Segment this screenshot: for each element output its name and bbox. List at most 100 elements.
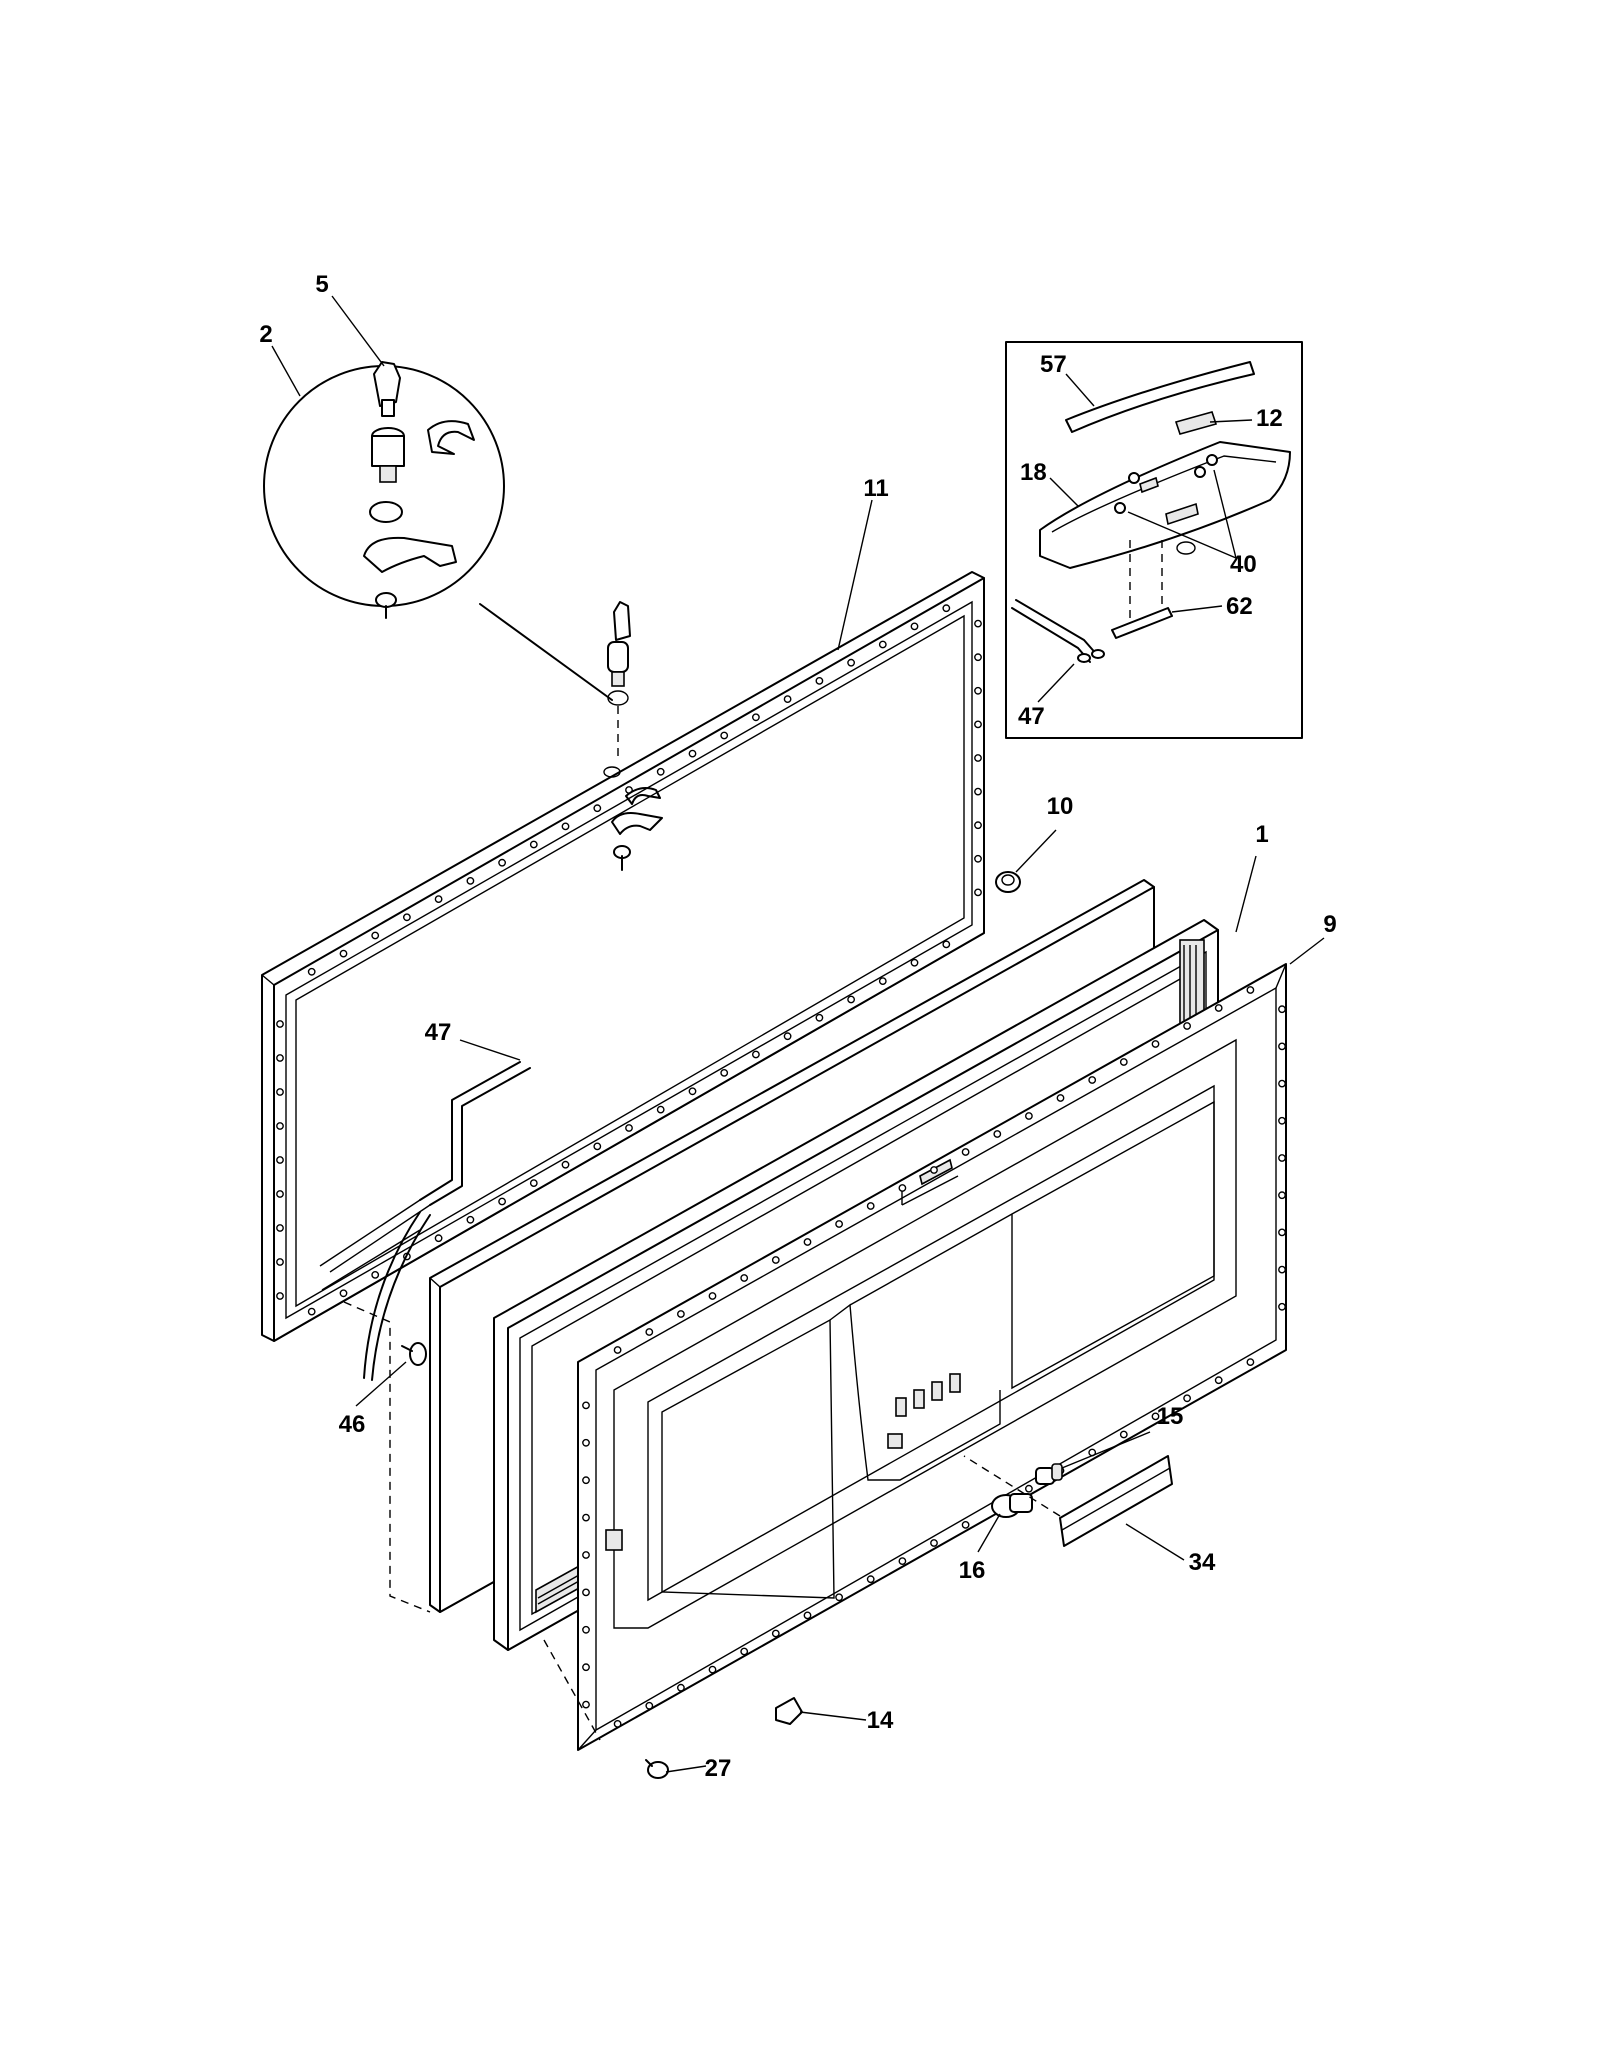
- mounting-hole: [625, 1124, 633, 1132]
- mounting-hole: [688, 749, 697, 758]
- mounting-hole: [974, 653, 982, 662]
- mounting-hole: [582, 1625, 590, 1634]
- mounting-hole: [1183, 1394, 1192, 1403]
- mounting-hole: [720, 731, 729, 740]
- mounting-hole: [866, 1575, 875, 1584]
- mounting-hole: [1278, 1265, 1286, 1274]
- handle-trim-34: [1059, 1455, 1173, 1547]
- mounting-hole: [898, 1557, 907, 1566]
- callout-46: 46: [339, 1411, 366, 1438]
- mounting-hole: [1056, 1094, 1065, 1102]
- mounting-hole: [1278, 1302, 1286, 1311]
- mounting-hole: [582, 1401, 590, 1410]
- mounting-hole: [1278, 1079, 1286, 1088]
- mounting-hole: [910, 622, 919, 631]
- mounting-hole: [613, 1346, 622, 1354]
- mounting-hole: [974, 619, 982, 628]
- mounting-hole: [1025, 1484, 1033, 1493]
- mounting-hole: [1119, 1430, 1128, 1439]
- callout-15: 15: [1157, 1403, 1184, 1430]
- mounting-hole: [720, 1069, 729, 1077]
- mounting-hole: [582, 1476, 590, 1485]
- handle-detail-inset: [1005, 341, 1303, 739]
- mounting-hole: [1151, 1412, 1160, 1421]
- mounting-hole: [434, 895, 443, 903]
- mounting-hole: [942, 604, 951, 613]
- callout-40: 40: [1230, 551, 1257, 578]
- callout-27: 27: [705, 1755, 732, 1782]
- mounting-hole: [1246, 986, 1255, 994]
- mounting-hole: [276, 1020, 284, 1028]
- mounting-hole: [993, 1130, 1002, 1138]
- mounting-hole: [974, 888, 982, 897]
- mounting-hole: [752, 713, 760, 722]
- mounting-hole: [1119, 1058, 1128, 1066]
- mounting-hole: [402, 913, 411, 922]
- mounting-hole: [783, 695, 792, 703]
- callout-14: 14: [867, 1707, 894, 1734]
- mounting-hole: [910, 958, 919, 967]
- mounting-hole: [1214, 1376, 1223, 1385]
- mounting-hole: [582, 1663, 590, 1672]
- bumper-10: [995, 871, 1021, 893]
- mounting-hole: [307, 967, 316, 976]
- mounting-hole: [961, 1521, 970, 1529]
- mounting-hole: [656, 1105, 665, 1114]
- callout-labels: 5 2 11 57 12 18 40 62 47 10 1 9 47 46 15…: [259, 271, 1336, 1782]
- callout-62: 62: [1226, 593, 1253, 620]
- mounting-hole: [974, 720, 982, 729]
- mounting-hole: [815, 1013, 824, 1022]
- callout-47: 47: [425, 1019, 452, 1046]
- mounting-hole: [1246, 1358, 1255, 1367]
- mounting-hole: [677, 1683, 685, 1692]
- callout-2: 2: [259, 321, 272, 348]
- mounting-hole: [740, 1274, 749, 1282]
- leader-lines: [271, 295, 1325, 1773]
- mounting-hole: [677, 1310, 685, 1318]
- mounting-hole: [930, 1539, 938, 1547]
- mounting-hole: [835, 1220, 843, 1228]
- callout-18: 18: [1020, 459, 1047, 486]
- mounting-hole: [847, 995, 855, 1004]
- callout-11: 11: [863, 475, 888, 502]
- mounting-hole: [974, 854, 982, 863]
- inner-door-liner: [577, 963, 1287, 1751]
- mounting-hole: [339, 949, 348, 958]
- mounting-hole: [961, 1148, 970, 1156]
- mounting-hole: [529, 1179, 538, 1188]
- mounting-hole: [582, 1700, 590, 1709]
- mounting-hole: [835, 1593, 843, 1602]
- mounting-hole: [783, 1032, 792, 1041]
- mounting-hole: [1214, 1004, 1223, 1012]
- callout-34: 34: [1189, 1549, 1216, 1576]
- callout-47-inset: 47: [1018, 703, 1045, 730]
- mounting-hole: [593, 1142, 602, 1151]
- lamp-15: [1035, 1463, 1063, 1485]
- mounting-hole: [974, 787, 982, 796]
- mounting-hole: [498, 858, 506, 867]
- mounting-hole: [276, 1054, 284, 1062]
- mounting-hole: [898, 1184, 907, 1192]
- mounting-hole: [708, 1665, 717, 1674]
- mounting-hole: [771, 1256, 780, 1264]
- mounting-hole: [1088, 1076, 1097, 1084]
- mounting-hole: [1278, 1042, 1286, 1051]
- mounting-hole: [974, 821, 982, 830]
- mounting-hole: [371, 931, 380, 940]
- mounting-hole: [339, 1289, 348, 1298]
- mounting-hole: [498, 1197, 506, 1206]
- mounting-hole: [466, 877, 475, 885]
- mounting-hole: [815, 677, 824, 685]
- mounting-hole: [582, 1513, 590, 1522]
- lock-detail-circle: [263, 361, 613, 701]
- lock-assembly-mounted: [603, 601, 663, 871]
- mounting-hole: [276, 1258, 284, 1266]
- mounting-hole: [276, 1292, 284, 1300]
- mounting-hole: [656, 767, 665, 776]
- assembly-guide-lines: [343, 1301, 1061, 1741]
- callout-1: 1: [1255, 821, 1268, 848]
- mounting-hole: [1151, 1040, 1160, 1048]
- callout-10: 10: [1047, 793, 1074, 820]
- callout-57: 57: [1040, 351, 1067, 378]
